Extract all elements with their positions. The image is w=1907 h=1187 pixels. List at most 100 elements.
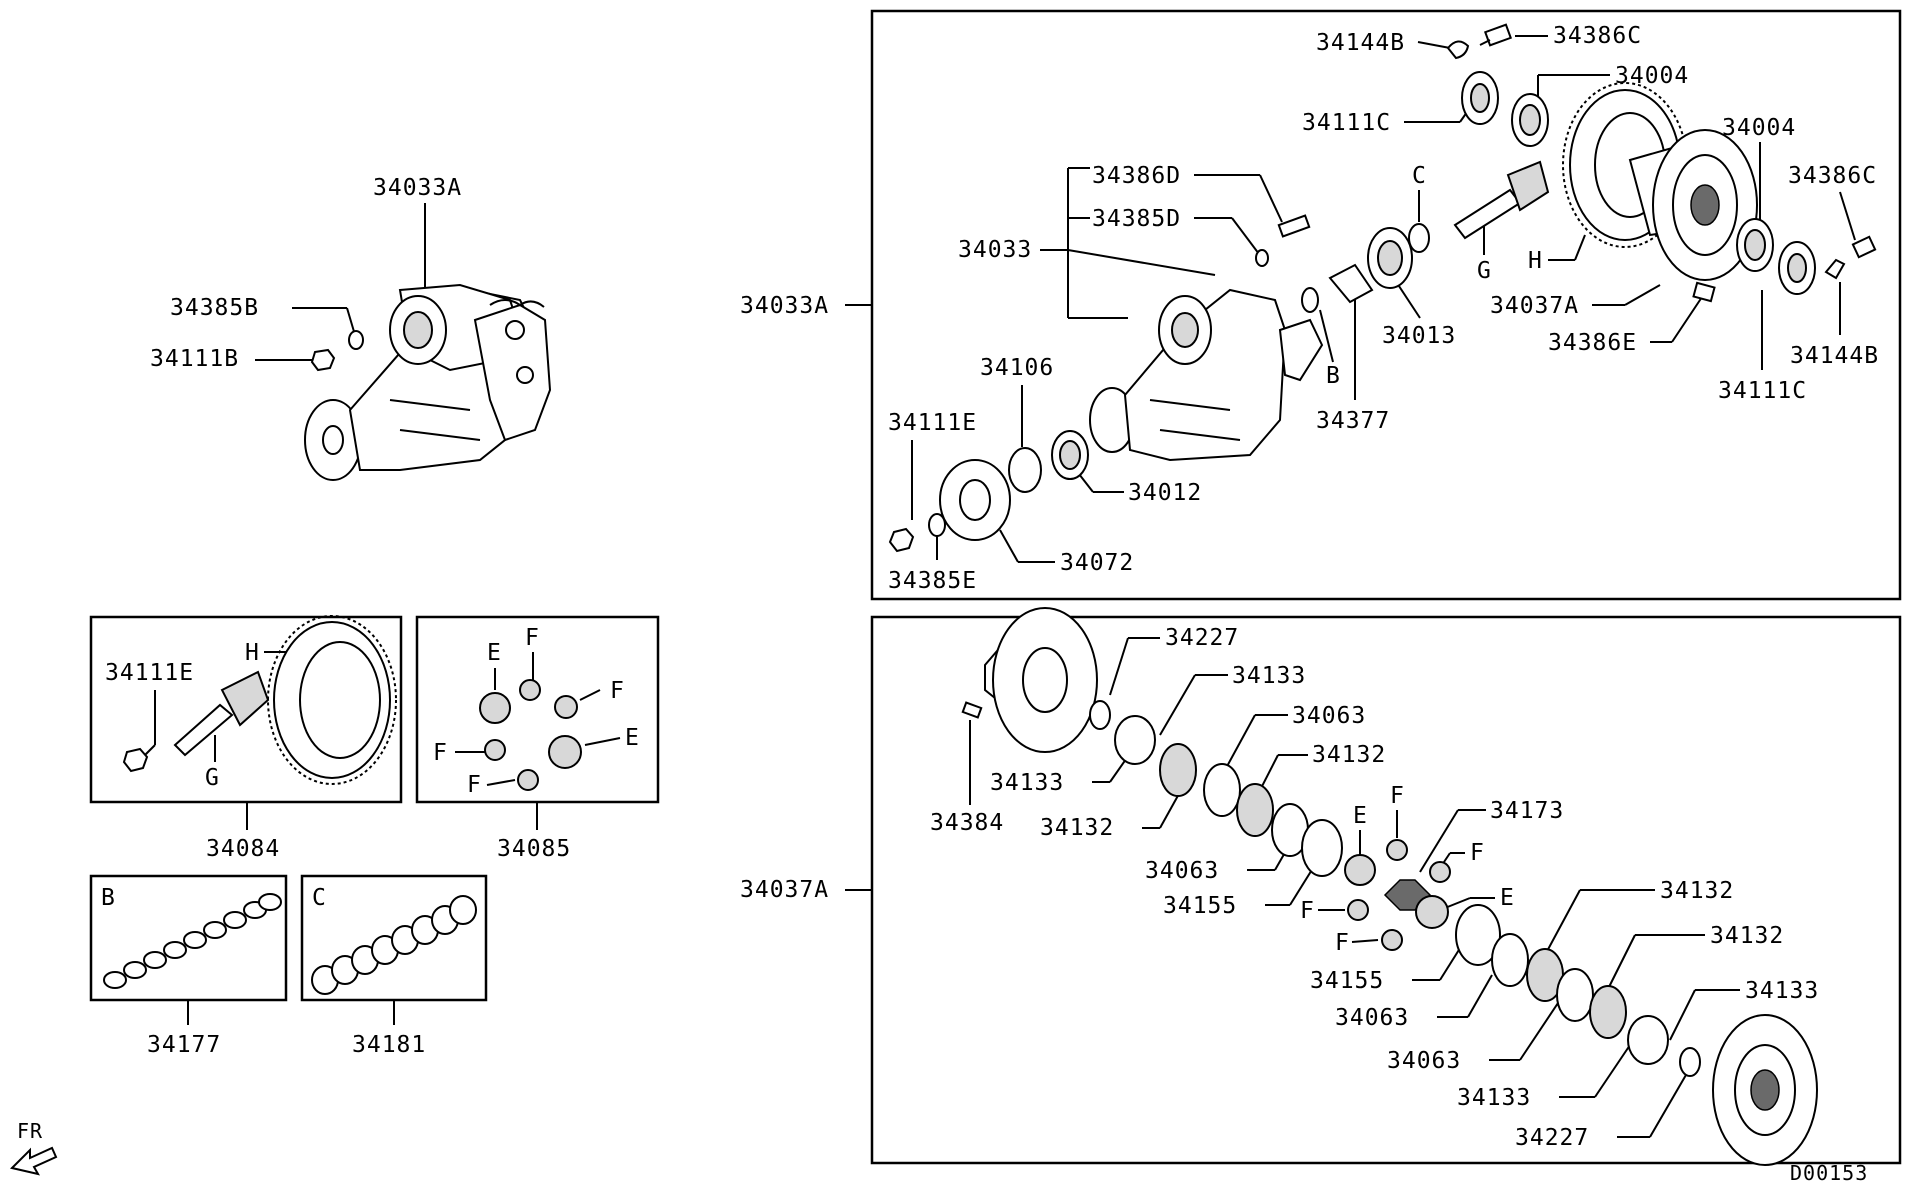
label-34132-a: 34132 [1312,742,1386,768]
label-34177: 34177 [147,1032,221,1058]
label-G-top: G [1477,258,1492,284]
label-34133-a: 34133 [1232,663,1306,689]
label-34111E-top: 34111E [888,410,977,436]
label-34106: 34106 [980,355,1054,381]
label-B-top: B [1326,363,1341,389]
label-34133-c: 34133 [1745,978,1819,1004]
label-F2: F [1470,840,1485,866]
label-34085: 34085 [497,836,571,862]
nut-34111E-icon [122,747,149,773]
box-34177: B [89,874,288,1002]
disc-34063-a-icon [1203,763,1241,817]
label-C-box: C [312,885,327,911]
label-F1: F [1390,783,1405,809]
label-34033: 34033 [958,237,1032,263]
disc-34063-c-icon [1491,933,1529,987]
label-34063-b: 34063 [1145,858,1219,884]
label-34063-c: 34063 [1335,1005,1409,1031]
label-34173: 34173 [1490,798,1564,824]
pinion-F1-icon [1386,839,1408,861]
label-34377: 34377 [1316,408,1390,434]
bolt-34386E-icon [1692,281,1716,303]
label-F1-box: F [525,625,540,651]
washer-34385D-icon [1255,249,1269,267]
label-34111C-top: 34111C [1302,110,1391,136]
label-F3-box: F [433,740,448,766]
shim-34227-a-icon [1089,700,1111,730]
label-34385D: 34385D [1092,206,1181,232]
bearing-34004-right-inner-icon [1744,229,1766,261]
label-H-top: H [1528,248,1543,274]
label-diagram-id: D00153 [1790,1161,1868,1185]
plate-34132-a-icon [1159,743,1197,797]
label-34385B: 34385B [170,295,259,321]
side-gear-E2-icon [548,735,582,769]
nut-34111B-icon [310,348,336,372]
washer-34385B-icon [348,330,364,350]
label-34386C-right: 34386C [1788,163,1877,189]
pinion-F2-icon [1429,861,1451,883]
top-panel: 34033A 34144B 34386C 34004 34111C 34004 … [740,9,1902,601]
label-34386D: 34386D [1092,163,1181,189]
pinion-F4-icon [1381,929,1403,951]
label-34063-a: 34063 [1292,703,1366,729]
label-E1: E [1353,803,1368,829]
bolt-34386D-icon [1277,214,1311,238]
seal-34106-icon [1008,447,1042,493]
label-F3: F [1300,898,1315,924]
label-E2: E [1500,885,1515,911]
label-34386C-top: 34386C [1553,23,1642,49]
lock-plate-34144B-top-icon [1446,40,1470,60]
label-34144B-right: 34144B [1790,343,1879,369]
pinion-F4-icon [517,769,539,791]
label-34132-c: 34132 [1660,878,1734,904]
shim-stack-B-icon [103,893,282,989]
label-34111C-bottom: 34111C [1718,378,1807,404]
label-B-box: B [101,885,116,911]
label-F4-box: F [467,772,482,798]
label-34063-d: 34063 [1387,1048,1461,1074]
label-C-top: C [1412,163,1427,189]
label-34072: 34072 [1060,550,1134,576]
plate-34133-b-icon [1627,1015,1669,1065]
shim-34227-b-icon [1679,1047,1701,1077]
label-E1-box: E [487,640,502,666]
flange-34072-icon [939,459,1011,541]
diff-case-left-icon [984,607,1098,753]
shim-B-top-icon [1301,287,1319,313]
front-arrow-icon [10,1146,58,1176]
pinion-G-top-icon [1453,160,1550,240]
box-34181: C [300,874,488,1002]
label-34132-d: 34132 [1710,923,1784,949]
label-34386E: 34386E [1548,330,1637,356]
label-F2-box: F [610,678,625,704]
shim-C-top-icon [1408,223,1430,253]
diff-case-34037A-top-icon [1628,129,1758,281]
pinion-gear-icon [173,670,270,757]
label-34004-top: 34004 [1615,63,1689,89]
label-34132-b: 34132 [1040,815,1114,841]
seal-34111C-top-inner-icon [1470,83,1490,113]
bolt-34386C-top-icon [1479,23,1513,47]
label-34227-b: 34227 [1515,1125,1589,1151]
spacer-34377-icon [1328,263,1374,304]
label-34133-b: 34133 [990,770,1064,796]
label-34004-right: 34004 [1722,115,1796,141]
diff-case-right-icon [1712,1014,1818,1166]
bolt-34384-icon [961,701,983,719]
ring-34155-a-icon [1301,819,1343,877]
label-34155-a: 34155 [1163,893,1237,919]
label-34144B-top: 34144B [1316,30,1405,56]
label-34084: 34084 [206,836,280,862]
front-direction-marker: FR [10,1119,58,1176]
label-34385E: 34385E [888,568,977,594]
bearing-34004-top-inner-icon [1519,104,1541,136]
carrier-housing-left-icon [304,283,552,481]
washer-34385E-icon [928,513,946,537]
pinion-F1-icon [519,679,541,701]
label-34155-b: 34155 [1310,968,1384,994]
bearing-34012-inner-icon [1059,440,1081,470]
plate-34132-d-icon [1589,985,1627,1039]
bearing-34013-inner-icon [1377,240,1403,276]
